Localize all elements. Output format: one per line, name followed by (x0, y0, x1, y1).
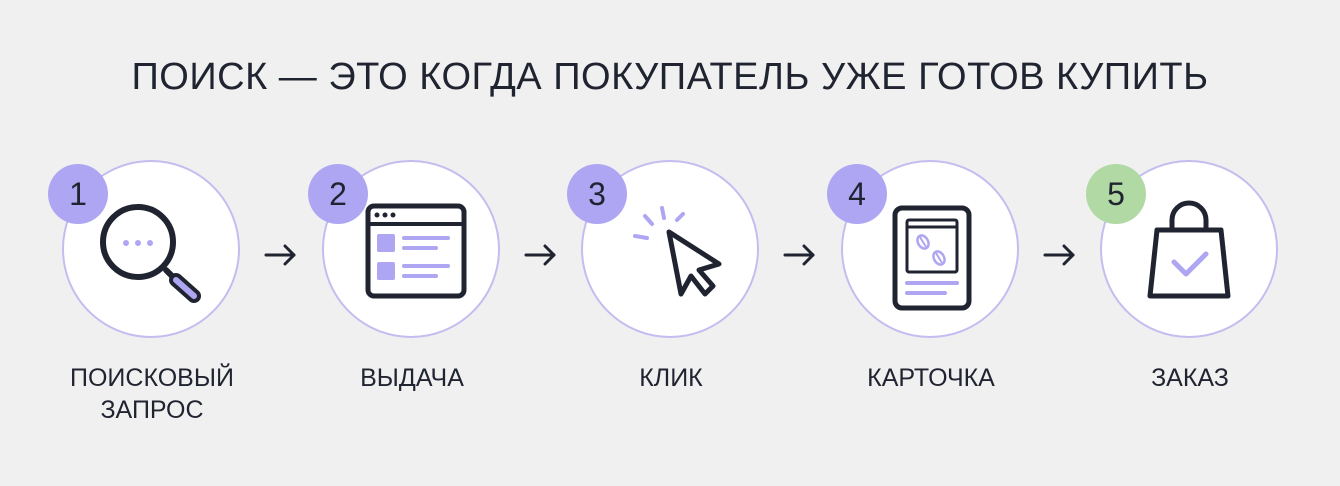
step-label: ЗАКАЗ (1070, 362, 1310, 394)
cursor-click-icon (633, 206, 722, 297)
step-circle (322, 160, 500, 338)
step-number-badge: 3 (567, 164, 627, 224)
step-label-line: ВЫДАЧА (360, 364, 464, 392)
step-label-line: КАРТОЧКА (867, 364, 995, 392)
arrow-right-icon (264, 244, 296, 266)
arrow-right-icon (783, 244, 815, 266)
step-label: ВЫДАЧА (292, 362, 532, 394)
product-card-icon (892, 205, 972, 311)
arrow-right-icon (524, 244, 556, 266)
step-circle (62, 160, 240, 338)
step-number-badge: 1 (48, 164, 108, 224)
step-number-badge: 4 (827, 164, 887, 224)
step-label: КАРТОЧКА (811, 362, 1051, 394)
step-number-badge: 5 (1086, 164, 1146, 224)
step-label-line: ЗАКАЗ (1151, 364, 1229, 392)
arrow-right-icon (1043, 244, 1075, 266)
magnifier-icon (100, 204, 201, 303)
browser-results-icon (365, 203, 467, 299)
step-label-line: ЗАПРОС (100, 396, 204, 424)
step-number-badge: 2 (308, 164, 368, 224)
step-label-line: КЛИК (639, 364, 703, 392)
page-title: ПОИСК — ЭТО КОГДА ПОКУПАТЕЛЬ УЖЕ ГОТОВ К… (131, 56, 1209, 98)
step-label-line: ПОИСКОВЫЙ (70, 364, 234, 392)
shopping-bag-check-icon (1147, 200, 1231, 299)
step-label: ПОИСКОВЫЙ ЗАПРОС (32, 362, 272, 426)
step-label: КЛИК (551, 362, 791, 394)
